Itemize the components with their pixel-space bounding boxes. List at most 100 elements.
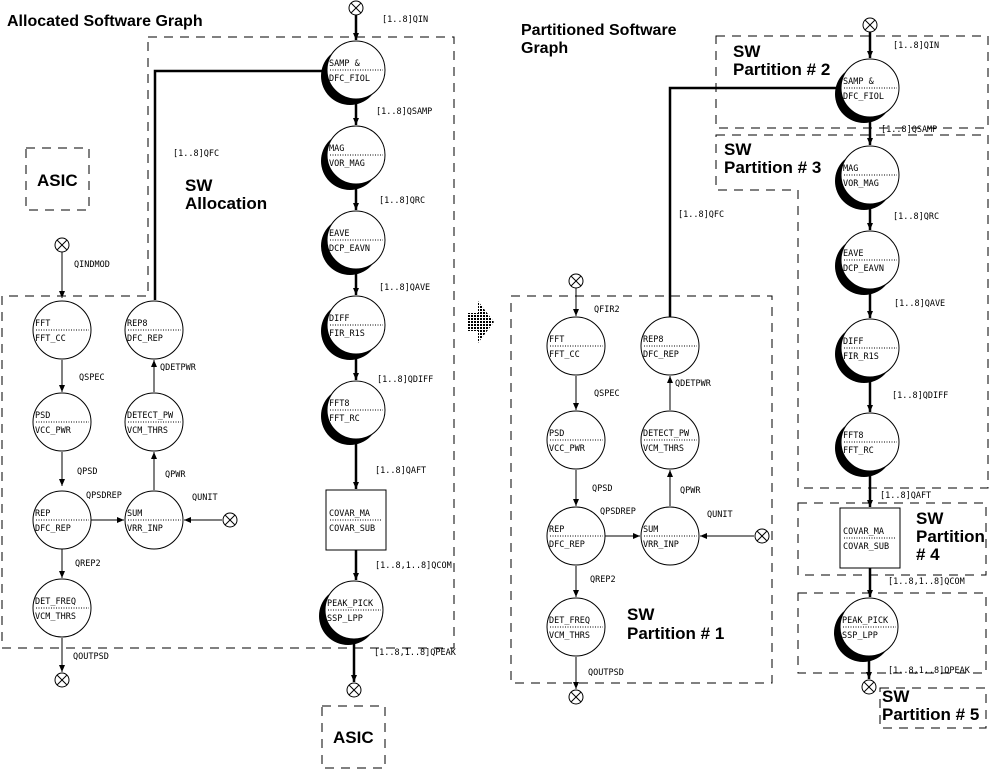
edge-label-qin-right: [1..8]QIN	[893, 41, 939, 51]
node-process-name: DIFF	[329, 314, 349, 324]
node-primitive-name: FFT_RC	[843, 446, 874, 456]
edge-label-qdetpwr: QDETPWR	[160, 363, 197, 373]
partition-3-label-1: SW	[724, 140, 752, 159]
right-title-line1: Partitioned Software	[521, 22, 677, 39]
node-primitive-name: COVAR_SUB	[843, 542, 889, 552]
node-primitive-name: DFC_REP	[35, 524, 71, 534]
node-primitive-name: VCM_THRS	[35, 612, 76, 622]
partition-2-label-2: Partition # 2	[733, 60, 830, 79]
node-primitive-name: DFC_FIOL	[843, 92, 884, 102]
edge-label-qdiff-right: [1..8]QDIFF	[892, 391, 948, 401]
edge-label-qspec: QSPEC	[79, 373, 105, 383]
partition-4-label-2: Partition	[916, 527, 985, 546]
edge-label-qfir2: QFIR2	[594, 305, 620, 315]
sw-partition-4-region	[797, 502, 987, 576]
node-right-diff[interactable]: DIFF FIR_R1S	[835, 318, 900, 383]
terminal-qpeak-right-icon	[861, 679, 877, 695]
node-primitive-name: FFT_RC	[329, 414, 360, 424]
terminal-qfir2-icon	[568, 273, 584, 289]
right-title-line2: Graph	[521, 40, 568, 57]
node-primitive-name: FIR_R1S	[843, 352, 879, 362]
terminal-qindmod-icon	[54, 237, 70, 253]
sw-partition-2-region	[715, 35, 989, 129]
node-primitive-name: VCM_THRS	[549, 631, 590, 641]
node-right-detfreq[interactable]: DET_FREQ VCM_THRS	[546, 597, 606, 657]
edge-label-qcom-right: [1..8,1..8]QCOM	[888, 577, 965, 587]
edge-label-qave-right: [1..8]QAVE	[894, 299, 945, 309]
node-process-name: PEAK_PICK	[842, 616, 889, 626]
node-right-peak[interactable]: PEAK_PICK SSP_LPP	[834, 597, 899, 662]
node-primitive-name: DFC_REP	[549, 540, 585, 550]
partition-2-label-1: SW	[733, 42, 761, 61]
partition-5-label-1: SW	[882, 687, 910, 706]
node-process-name: MAG	[329, 144, 344, 154]
edge-label-qunit: QUNIT	[192, 493, 218, 503]
node-primitive-name: VRR_INP	[643, 540, 679, 550]
node-right-psd[interactable]: PSD VCC_PWR	[546, 410, 606, 470]
node-primitive-name: DCP_EAVN	[843, 264, 884, 274]
node-process-name: REP8	[127, 319, 147, 329]
node-right-eave[interactable]: EAVE DCP_EAVN	[835, 230, 900, 295]
node-primitive-name: SSP_LPP	[842, 631, 878, 641]
node-left-samp[interactable]: SAMP &DFC_FIOL	[321, 40, 386, 105]
edge-label-qin: [1..8]QIN	[382, 15, 428, 25]
node-process-name: MAG	[843, 164, 858, 174]
edge-label-qpwr: QPWR	[165, 470, 186, 480]
edge-label-qave: [1..8]QAVE	[379, 283, 430, 293]
edge-label-qpsdrep-right: QPSDREP	[600, 507, 636, 517]
terminal-qunit-right-icon	[754, 528, 770, 544]
edge-label-qunit-right: QUNIT	[707, 510, 733, 520]
node-right-samp[interactable]: SAMP & DFC_FIOL	[835, 58, 900, 123]
sw-allocation-label-2: Allocation	[185, 194, 267, 213]
terminal-qin-right-icon	[862, 17, 878, 33]
edge-label-qrc: [1..8]QRC	[379, 196, 425, 206]
node-primitive-name: SSP_LPP	[327, 614, 363, 624]
node-process-name: PSD	[549, 429, 564, 439]
edge-label-qpeak: [1..8,1..8]QPEAK	[374, 648, 457, 658]
edge-label-qrep2: QREP2	[75, 559, 101, 569]
node-primitive-name: DFC_REP	[643, 350, 679, 360]
node-primitive-name: VCM_THRS	[127, 426, 168, 436]
node-process-name: DIFF	[843, 337, 863, 347]
node-primitive-name: DCP_EAVN	[329, 244, 370, 254]
node-primitive-name: FFT_CC	[549, 350, 580, 360]
asic-label-bottom: ASIC	[333, 728, 374, 747]
node-process-name: SAMP &	[329, 59, 361, 69]
terminal-qpeak-icon	[346, 682, 362, 698]
sw-partition-5-region-upper	[797, 592, 987, 674]
node-process-name: FFT8	[329, 399, 349, 409]
node-process-name: FFT	[35, 319, 50, 329]
edge-label-qdetpwr-right: QDETPWR	[675, 379, 712, 389]
node-primitive-name: VCM_THRS	[643, 444, 684, 454]
node-process-name: SAMP &	[843, 77, 875, 87]
edge-label-qfc-right: [1..8]QFC	[678, 210, 724, 220]
node-process-name: DET_FREQ	[549, 616, 590, 626]
partition-4-label-1: SW	[916, 509, 944, 528]
node-process-name: EAVE	[843, 249, 863, 259]
node-primitive-name: VCC_PWR	[549, 444, 586, 454]
edge-label-qpsdrep: QPSDREP	[86, 491, 122, 501]
node-primitive-name: DFC_REP	[127, 334, 163, 344]
